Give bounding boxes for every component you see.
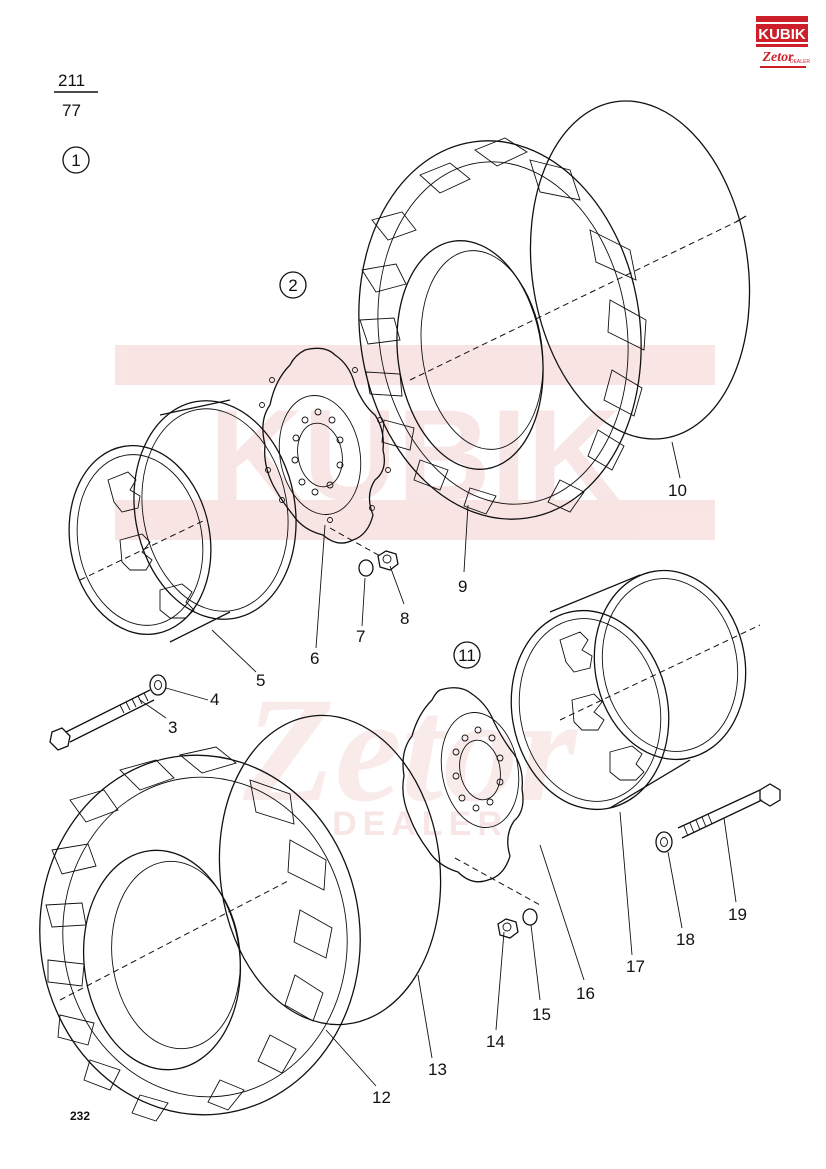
wheel-rim-upper (68, 399, 297, 643)
logo-brand-top: KUBIK (758, 26, 806, 43)
part-label-14: 14 (486, 1032, 505, 1051)
leader-lines (139, 441, 737, 1087)
part-label-15: 15 (532, 1005, 551, 1024)
washer-upper (149, 674, 167, 696)
part-label-18: 18 (676, 930, 695, 949)
watermark: KUBIK Zetor DEALER (115, 345, 715, 843)
rear-tire-upper (358, 100, 751, 520)
part-label-16: 16 (576, 984, 595, 1003)
logo-brand-tag: DEALER (790, 59, 810, 65)
part-labels: 3 4 5 6 7 8 9 10 12 13 14 15 16 17 18 19 (168, 481, 747, 1107)
drawing-number: 211 77 (54, 71, 98, 120)
svg-text:2: 2 (288, 276, 297, 295)
section-marker-11: 11 (453, 641, 481, 669)
fraction-bottom: 77 (62, 101, 81, 120)
part-label-10: 10 (668, 481, 687, 500)
lock-washer-lower (522, 908, 538, 926)
section-marker-2: 2 (279, 271, 307, 299)
part-label-8: 8 (400, 609, 409, 628)
part-label-4: 4 (210, 690, 219, 709)
part-label-13: 13 (428, 1060, 447, 1079)
section-marker-1: 1 (62, 146, 90, 174)
wheel-bolt-lower (677, 783, 781, 839)
washer-lower (655, 831, 673, 853)
part-label-5: 5 (256, 671, 265, 690)
hex-nut-lower (497, 918, 519, 939)
logo-brand-bottom: Zetor (761, 50, 794, 65)
rear-tire-lower (39, 714, 442, 1122)
wheel-rim-lower (510, 569, 761, 811)
wheel-bolt-upper (49, 689, 155, 751)
part-label-7: 7 (356, 627, 365, 646)
wheel-center-plate-upper (259, 347, 391, 544)
lock-washer-upper (358, 559, 374, 577)
part-label-6: 6 (310, 649, 319, 668)
kubik-zetor-logo: KUBIK Zetor DEALER (756, 16, 810, 68)
svg-text:1: 1 (71, 151, 80, 170)
watermark-tag: DEALER (332, 805, 508, 843)
wheel-center-plate-lower (402, 687, 524, 883)
part-label-17: 17 (626, 957, 645, 976)
page-number: 232 (70, 1109, 90, 1123)
part-label-9: 9 (458, 577, 467, 596)
hex-nut-upper (377, 550, 399, 571)
fraction-top: 211 (58, 71, 85, 90)
part-label-12: 12 (372, 1088, 391, 1107)
svg-text:11: 11 (458, 646, 476, 665)
part-label-19: 19 (728, 905, 747, 924)
part-label-3: 3 (168, 718, 177, 737)
